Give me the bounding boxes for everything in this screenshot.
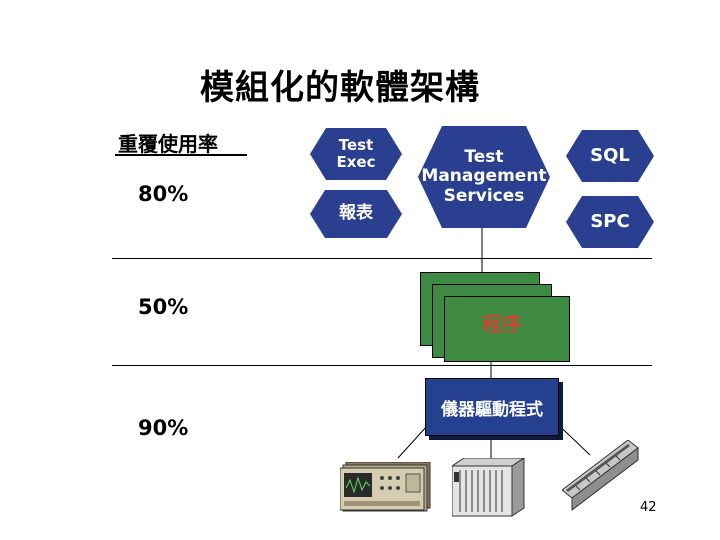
program-label: 程序 bbox=[482, 312, 522, 336]
report-node: 報表 bbox=[310, 190, 402, 238]
program-box-front bbox=[444, 296, 570, 362]
sql-label: SQL bbox=[590, 144, 630, 166]
spc-node: SPC bbox=[566, 196, 654, 248]
divider-lower bbox=[112, 365, 652, 366]
instrument-driver-box: 儀器驅動程式 bbox=[425, 378, 559, 436]
pct-80: 80% bbox=[138, 182, 189, 206]
test-exec-label: Test Exec bbox=[336, 135, 376, 171]
page-title: 模組化的軟體架構 bbox=[200, 68, 480, 108]
test-exec-node: Test Exec bbox=[310, 128, 402, 180]
tms-label: Test Management Services bbox=[421, 146, 547, 206]
divider-upper bbox=[112, 258, 652, 259]
page-number: 42 bbox=[640, 500, 657, 515]
pct-90: 90% bbox=[138, 416, 189, 440]
spc-label: SPC bbox=[590, 210, 630, 232]
instrument-driver-label: 儀器驅動程式 bbox=[441, 399, 543, 420]
reuse-rate-underline bbox=[115, 154, 247, 156]
plugin-card-icon bbox=[562, 440, 639, 512]
vxi-chassis-icon bbox=[452, 458, 525, 517]
sql-node: SQL bbox=[566, 130, 654, 182]
oscilloscope-icon bbox=[340, 462, 431, 512]
test-management-services-node: Test Management Services bbox=[418, 126, 550, 228]
report-label: 報表 bbox=[339, 203, 373, 224]
reuse-rate-label: 重覆使用率 bbox=[118, 132, 218, 156]
pct-50: 50% bbox=[138, 295, 189, 319]
